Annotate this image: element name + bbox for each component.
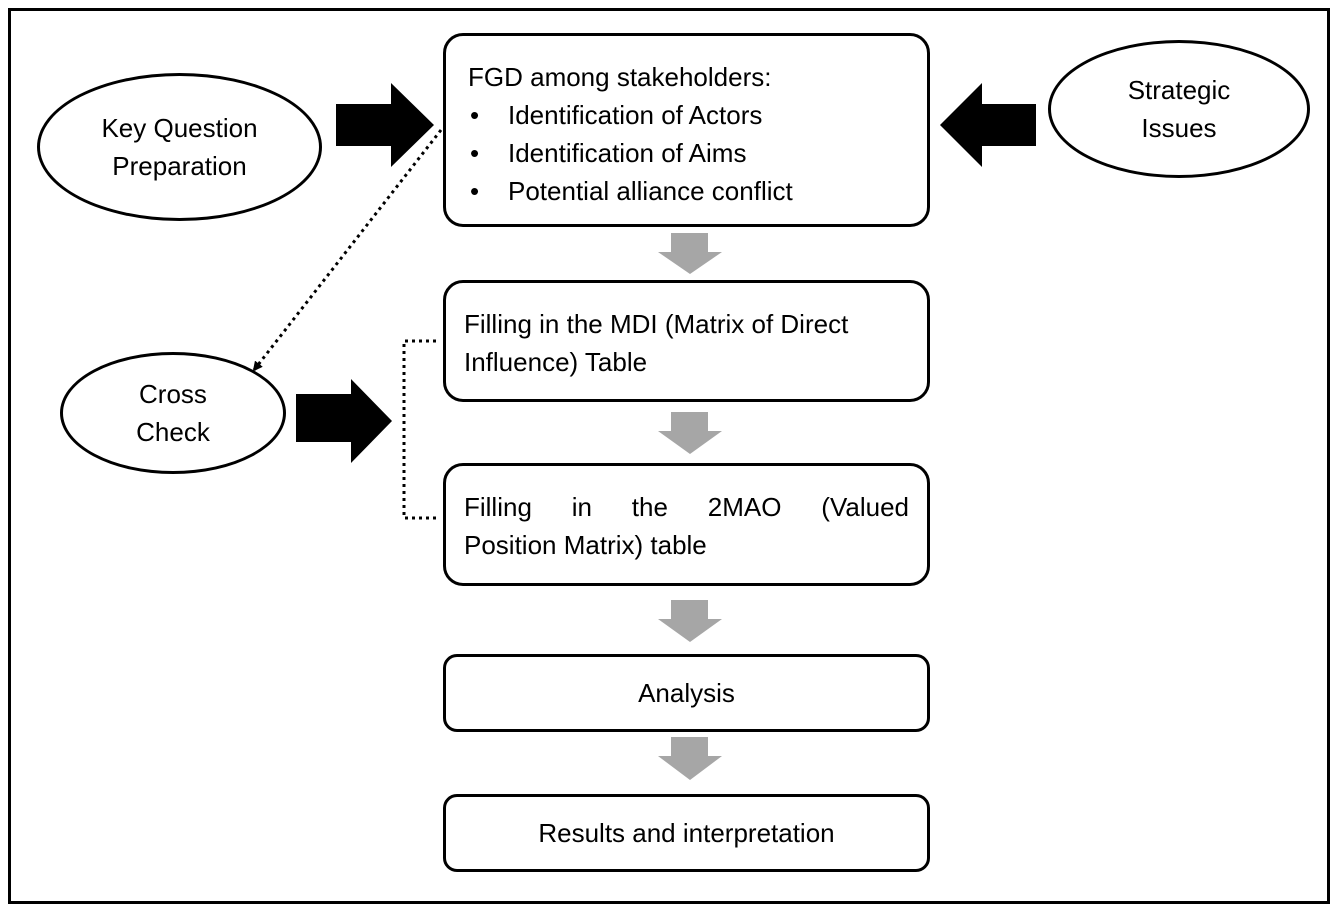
node-analysis-label: Analysis: [638, 678, 735, 708]
node-fgd-bullet: Identification of Actors: [468, 96, 917, 134]
node-strategic-issues-line-2: Issues: [1141, 113, 1217, 143]
flow-arrow-mdi-to-mao: [658, 412, 722, 454]
dotted-bracket-mdi-mao: [402, 339, 436, 520]
arrow-cross-check-to-mdi: [296, 379, 392, 463]
node-mdi-line-1: Filling in the MDI (Matrix of Direct: [464, 309, 849, 339]
node-fgd-bullet: Identification of Aims: [468, 134, 917, 172]
node-results-label: Results and interpretation: [538, 818, 835, 848]
node-key-question-preparation: Key Question Preparation: [37, 73, 322, 221]
diagram-frame: [8, 8, 1330, 904]
flow-arrow-mao-to-analysis: [658, 600, 722, 642]
node-mdi-table: Filling in the MDI (Matrix of Direct Inf…: [443, 280, 930, 402]
node-mdi-line-2: Influence) Table: [464, 347, 648, 377]
node-fgd-bullet: Potential alliance conflict: [468, 172, 917, 210]
node-strategic-issues: Strategic Issues: [1048, 40, 1310, 178]
node-fgd-bullet-list: Identification of Actors Identification …: [468, 96, 917, 210]
node-fgd-title: FGD among stakeholders:: [468, 62, 772, 92]
node-key-question-line-1: Key Question: [101, 113, 258, 143]
dotted-arrow-fgd-to-cross-check: [252, 129, 443, 372]
arrow-key-question-to-fgd: [336, 83, 434, 167]
node-key-question-line-2: Preparation: [112, 151, 247, 181]
arrow-strategic-to-fgd: [940, 83, 1036, 167]
node-results-interpretation: Results and interpretation: [443, 794, 930, 872]
node-2mao-table: Filling in the 2MAO (Valued Position Mat…: [443, 463, 930, 586]
node-strategic-issues-line-1: Strategic: [1127, 75, 1231, 105]
node-2mao-line-1: Filling in the 2MAO (Valued: [464, 492, 909, 522]
node-cross-check-line-2: Check: [136, 417, 210, 447]
node-cross-check-line-1: Cross: [139, 379, 207, 409]
flow-arrow-fgd-to-mdi: [658, 233, 722, 274]
flow-arrow-analysis-to-results: [658, 737, 722, 780]
node-fgd-stakeholders: FGD among stakeholders: Identification o…: [443, 33, 930, 227]
node-analysis: Analysis: [443, 654, 930, 732]
node-2mao-line-2: Position Matrix) table: [464, 530, 707, 560]
node-cross-check: Cross Check: [60, 352, 286, 474]
